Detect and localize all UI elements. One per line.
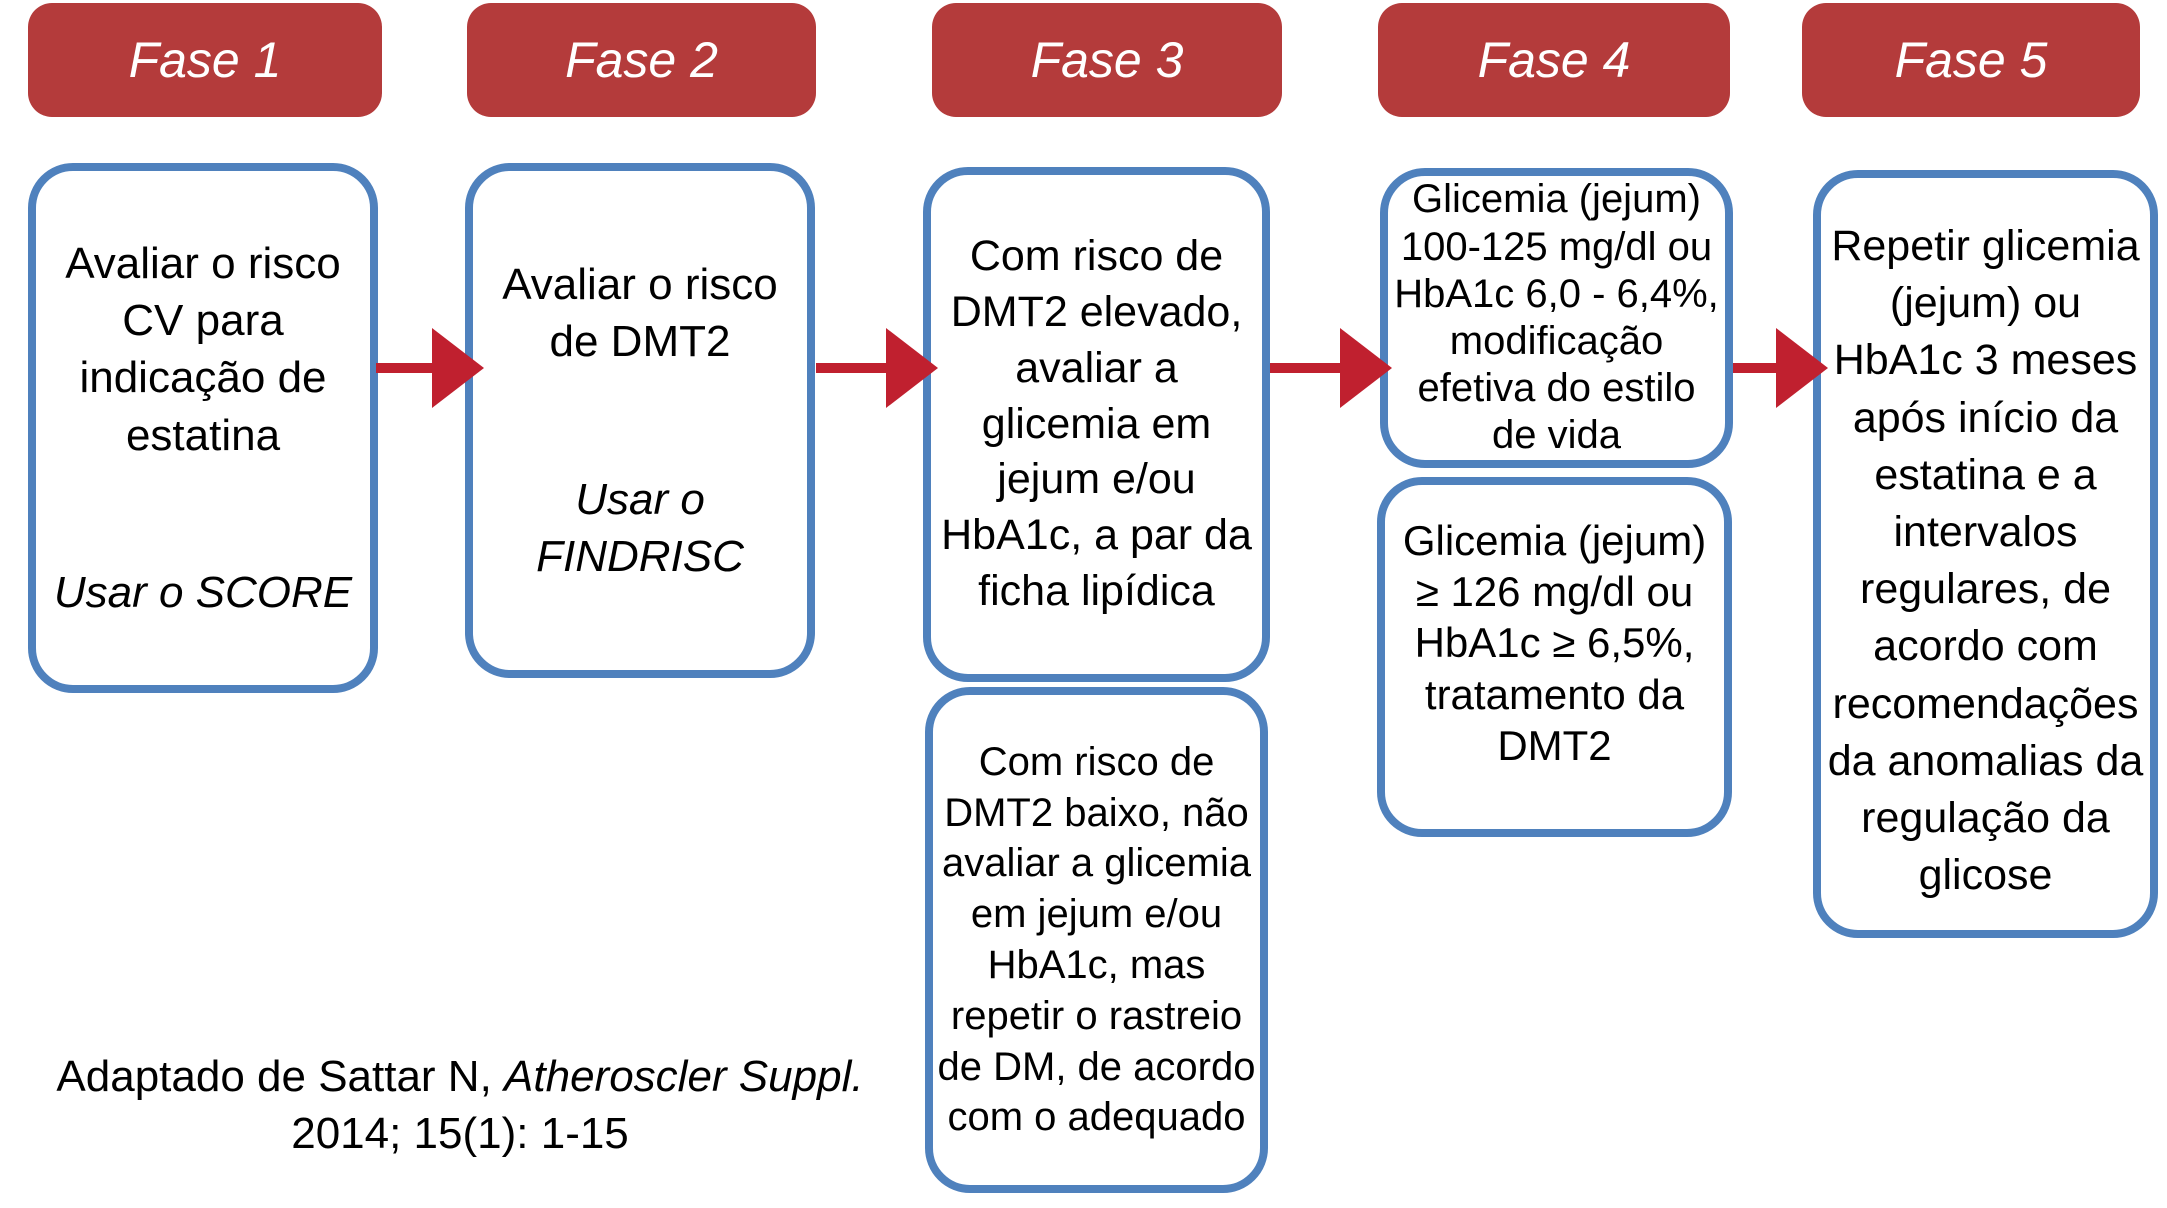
fase5-box: Repetir glicemia (jejum) ou HbA1c 3 mese… — [1813, 170, 2158, 938]
fase3-box-low-risk-text: Com risco de DMT2 baixo, não avaliar a g… — [937, 739, 1256, 1140]
fase4-box-prediabetes-text: Glicemia (jejum) 100-125 mg/dl ou HbA1c … — [1394, 177, 1719, 458]
fase3-box-low-risk: Com risco de DMT2 baixo, não avaliar a g… — [925, 687, 1268, 1193]
fase4-box-diabetes: Glicemia (jejum) ≥ 126 mg/dl ou HbA1c ≥ … — [1377, 477, 1732, 837]
fase1-box-note: Usar o SCORE — [53, 567, 353, 617]
arrow-head — [886, 328, 938, 408]
fase4-box-prediabetes: Glicemia (jejum) 100-125 mg/dl ou HbA1c … — [1380, 168, 1733, 468]
fase3-box-high-risk: Com risco de DMT2 elevado, avaliar a gli… — [923, 167, 1270, 682]
arrow-fase3-to-fase4-icon — [1270, 328, 1392, 408]
citation: Adaptado de Sattar N, Atheroscler Suppl.… — [0, 1048, 920, 1162]
fase1-box: Avaliar o risco CV para indicação de est… — [28, 163, 378, 693]
arrow-shaft — [1733, 363, 1784, 373]
citation-line2: 2014; 15(1): 1-15 — [291, 1109, 629, 1159]
arrow-fase1-to-fase2-icon — [376, 328, 484, 408]
fase2-box-text: Avaliar o risco de DMT2 — [502, 260, 778, 367]
phase-header-fase-1: Fase 1 — [28, 3, 382, 117]
arrow-fase4-to-fase5-icon — [1733, 328, 1828, 408]
phase-header-fase-3: Fase 3 — [932, 3, 1282, 117]
arrow-head — [1340, 328, 1392, 408]
arrow-head — [432, 328, 484, 408]
arrow-fase2-to-fase3-icon — [816, 328, 938, 408]
arrow-shaft — [816, 363, 894, 373]
arrow-shaft — [376, 363, 440, 373]
fase2-box: Avaliar o risco de DMT2 Usar o FINDRISC — [465, 163, 815, 678]
fase5-box-text: Repetir glicemia (jejum) ou HbA1c 3 mese… — [1827, 222, 2144, 900]
phase-header-fase-5: Fase 5 — [1802, 3, 2140, 117]
arrow-head — [1776, 328, 1828, 408]
phase-header-fase-4: Fase 4 — [1378, 3, 1730, 117]
fase4-box-diabetes-text: Glicemia (jejum) ≥ 126 mg/dl ou HbA1c ≥ … — [1402, 517, 1707, 769]
phase-header-fase-2: Fase 2 — [467, 3, 816, 117]
citation-prefix: Adaptado de Sattar N, — [56, 1052, 505, 1101]
fase3-box-high-risk-text: Com risco de DMT2 elevado, avaliar a gli… — [941, 231, 1252, 616]
citation-journal: Atheroscler Suppl. — [504, 1052, 864, 1101]
arrow-shaft — [1270, 363, 1348, 373]
fase1-box-text: Avaliar o risco CV para indicação de est… — [65, 239, 341, 460]
fase2-box-note: Usar o FINDRISC — [536, 474, 744, 581]
